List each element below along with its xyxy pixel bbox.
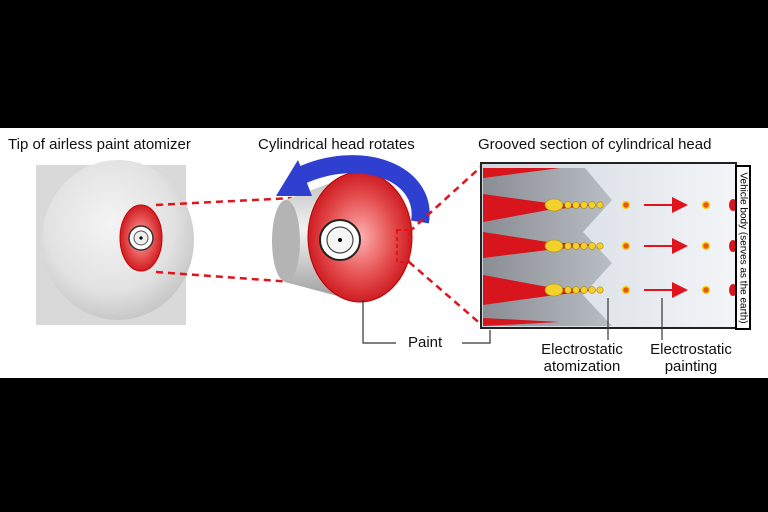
title-grooved: Grooved section of cylindrical head — [478, 136, 712, 153]
electrostatic-atomization-label: Electrostatic atomization — [527, 341, 637, 375]
electrostatic-painting-label: Electrostatic painting — [636, 341, 746, 375]
title-tip: Tip of airless paint atomizer — [8, 136, 191, 153]
zoom-lines-2 — [408, 164, 484, 327]
atomization-line-2: atomization — [543, 358, 621, 375]
vehicle-body-label: Vehicle body (serves as the earth) — [735, 165, 751, 330]
rotation-arrow — [276, 155, 430, 224]
atomization-line-1: Electrostatic — [541, 341, 623, 358]
title-rotates: Cylindrical head rotates — [258, 136, 415, 153]
painting-line-1: Electrostatic — [650, 341, 732, 358]
leader-lines — [362, 298, 663, 344]
atomizer-tip-image — [36, 160, 194, 325]
zoom-lines-1 — [155, 196, 293, 284]
paint-label: Paint — [408, 334, 443, 351]
grooved-section-image — [480, 162, 737, 329]
cylindrical-head-image — [272, 171, 413, 303]
painting-line-2: painting — [664, 358, 718, 375]
vehicle-body-text: Vehicle body (serves as the earth) — [737, 171, 749, 324]
